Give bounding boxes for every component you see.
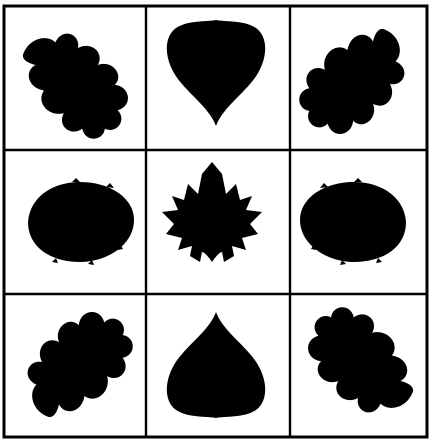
oval-leaf-icon — [300, 178, 426, 265]
oval-leaf-icon — [8, 178, 134, 265]
maple-leaf-icon — [162, 150, 262, 286]
oak-leaf-icon — [0, 287, 155, 440]
oak-leaf-icon — [283, 285, 431, 440]
oak-leaf-icon — [277, 0, 431, 159]
heart-leaf-icon — [167, 288, 265, 438]
heart-leaf-icon — [167, 0, 265, 150]
oak-leaf-icon — [0, 2, 153, 161]
